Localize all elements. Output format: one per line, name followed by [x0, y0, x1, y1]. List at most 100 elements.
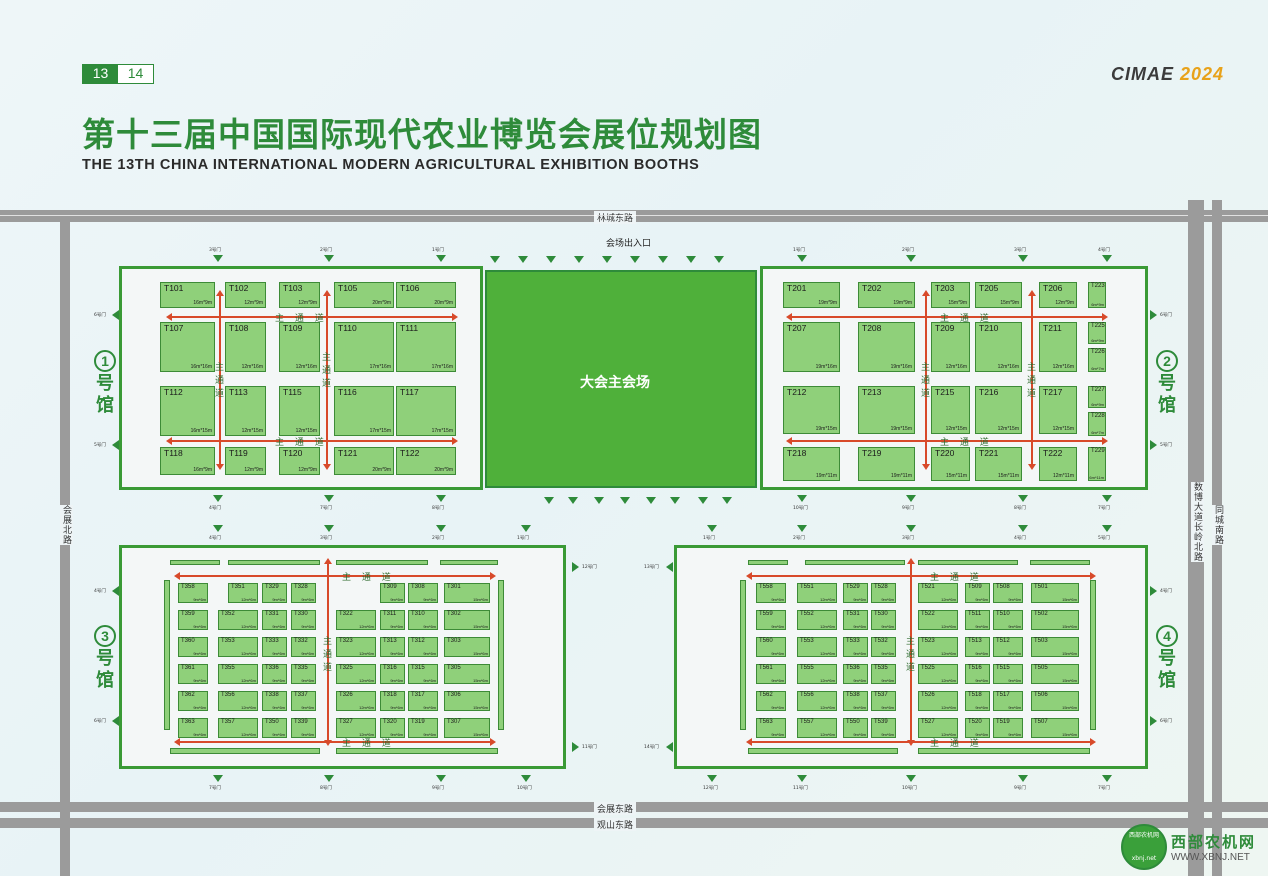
gate-label: 6号门: [1160, 719, 1172, 724]
booth-size: 12m*15m: [241, 428, 263, 434]
exit-marker: [722, 497, 732, 504]
booth-code: T557: [800, 719, 814, 725]
booth-code: T353: [221, 638, 235, 644]
watermark-url: WWW.XBNJ.NET: [1170, 852, 1250, 863]
booth-code: T320: [383, 719, 397, 725]
booth-size: 15m*6m: [1062, 624, 1077, 629]
booth-code: T205: [979, 283, 999, 293]
booth-size: 19m*11m: [890, 473, 912, 479]
gate-marker: [666, 742, 673, 752]
booth-size: 17m*16m: [369, 364, 391, 370]
page-number-left: 13: [83, 65, 118, 83]
booth-code: T332: [294, 638, 308, 644]
booth-size: 9m*6m: [771, 597, 784, 602]
booth-code: T216: [979, 387, 999, 397]
booth-size: 9m*6m: [193, 651, 206, 656]
entrance-marker: [546, 256, 556, 263]
booth-code: T308: [411, 584, 425, 590]
hall-1-aisle-arrow-v2: [323, 290, 331, 470]
booth-code: T118: [164, 448, 183, 458]
hall-1-name-b: 馆: [96, 395, 114, 416]
hall-4-strip-left: [740, 580, 746, 730]
booth-code: T363: [181, 719, 195, 725]
booth-size: 9m*6m: [771, 678, 784, 683]
gate-marker: [1102, 255, 1112, 262]
booth-code: T530: [874, 611, 888, 617]
gate-label: 7号门: [209, 786, 221, 791]
booth-size: 9m*6m: [853, 732, 866, 737]
gate-marker: [572, 742, 579, 752]
gate-marker: [797, 495, 807, 502]
hall-4-name-b: 馆: [1158, 670, 1176, 691]
booth-size: 9m*6m: [771, 624, 784, 629]
booth-code: T305: [447, 665, 461, 671]
booth-code: T359: [181, 611, 195, 617]
hall-4-strip-top: [748, 560, 788, 565]
booth-size: 9m*6m: [423, 705, 436, 710]
road-north-divider: [0, 215, 1268, 216]
road-east-1-label: 数博大道长岭北路: [1191, 482, 1204, 562]
booth-size: 12m*15m: [295, 428, 317, 434]
booth-size: 9m*6m: [193, 678, 206, 683]
booth-size: 12m*16m: [997, 364, 1019, 370]
booth-size: 9m*6m: [975, 597, 988, 602]
booth-code: T113: [229, 387, 248, 397]
booth-size: 9m*6m: [272, 678, 285, 683]
booth-code: T307: [447, 719, 461, 725]
booth-size: 9m*6m: [272, 624, 285, 629]
hall-2-aisle-arrow-bottom: [786, 437, 1108, 445]
booth-code: T227: [1091, 387, 1105, 393]
gate-marker: [436, 775, 446, 782]
gate-label: 1号门: [517, 536, 529, 541]
booth-size: 9m*6m: [390, 732, 403, 737]
booth-code: T339: [294, 719, 308, 725]
booth-code: T201: [787, 283, 807, 293]
gate-marker: [324, 775, 334, 782]
booth-size: 12m*6m: [359, 705, 374, 710]
booth-code: T213: [862, 387, 882, 397]
booth-size: 9m*6m: [390, 624, 403, 629]
gate-label: 5号门: [1160, 443, 1172, 448]
watermark-seal: 西部农机网 xbnj.net: [1120, 824, 1167, 870]
hall-3-strip-bottom: [336, 748, 498, 754]
booth-size: 16m*16m: [190, 364, 212, 370]
booth-size: 15m*6m: [1062, 705, 1077, 710]
booth-size: 9m*6m: [1008, 651, 1021, 656]
booth-code: T532: [874, 638, 888, 644]
booth-size: 9m*6m: [853, 705, 866, 710]
hall-3-strip-top: [440, 560, 498, 565]
gate-label: 6号门: [94, 313, 106, 318]
booth-code: T112: [164, 387, 183, 397]
booth-code: T331: [265, 611, 279, 617]
booth-size: 9m*6m: [193, 624, 206, 629]
booth-code: T513: [968, 638, 982, 644]
booth-size: 9m*6m: [423, 732, 436, 737]
booth-code: T303: [447, 638, 461, 644]
hall-3-name: 3 号 馆: [93, 625, 117, 693]
booth-code: T301: [447, 584, 461, 590]
booth-size: 6m*9m: [1091, 402, 1104, 407]
